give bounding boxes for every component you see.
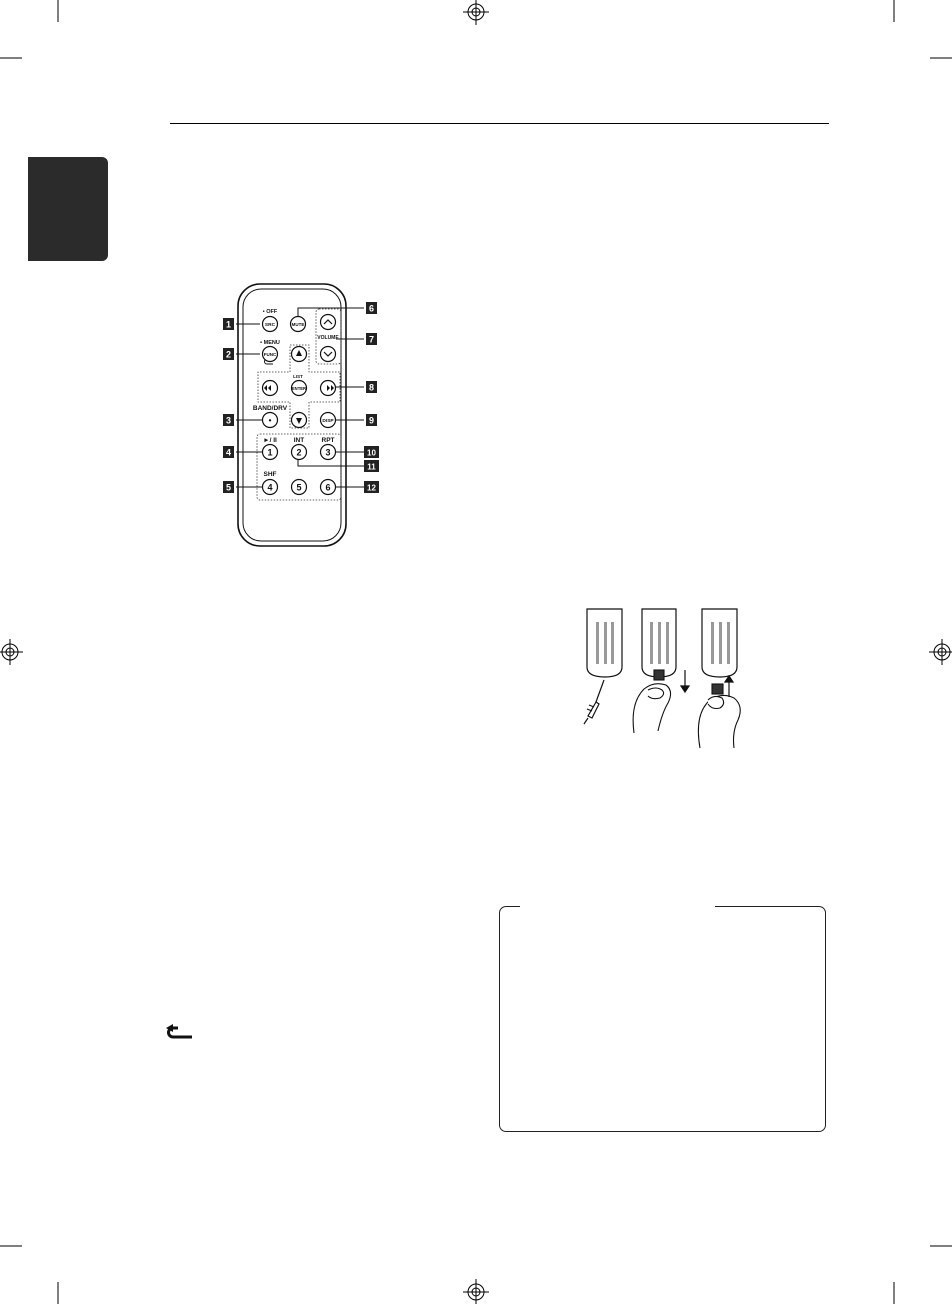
header-rule <box>170 123 829 124</box>
num4-label: 4 <box>267 483 272 493</box>
hand-icon-insert <box>697 683 741 749</box>
up-arrow-icon <box>296 350 302 356</box>
callout-10: 10 <box>367 449 376 458</box>
callout-box-7 <box>366 333 377 345</box>
registration-mark-left <box>0 639 23 665</box>
band-button-label: • <box>269 416 272 425</box>
hand-icon-pull <box>632 669 672 734</box>
func-button <box>261 345 279 363</box>
disp-button-label: DISP <box>322 418 334 424</box>
callout-1: 1 <box>226 320 231 330</box>
enter-button <box>290 379 308 397</box>
rewind-icon <box>264 385 271 391</box>
callout-box-1 <box>223 318 234 330</box>
arrow-up-icon <box>723 674 735 697</box>
arrow-down-icon <box>679 670 691 694</box>
label-shf: SHF <box>264 471 277 478</box>
callout-box-11 <box>364 460 379 472</box>
callout-5: 5 <box>226 483 231 493</box>
label-rpt: RPT <box>322 437 335 444</box>
volume-up-button <box>319 313 337 331</box>
callout-8: 8 <box>369 383 374 393</box>
num6-label: 6 <box>325 483 330 493</box>
callout-2: 2 <box>226 350 231 360</box>
callout-9: 9 <box>369 416 374 426</box>
label-list: LIST <box>293 374 303 379</box>
label-band-drv: BAND/DRV <box>253 405 288 412</box>
down-arrow-icon <box>296 418 302 424</box>
label-off: • OFF <box>263 309 278 315</box>
callout-box-3 <box>223 414 234 426</box>
chevron-down-icon <box>323 351 333 357</box>
label-menu: • MENU <box>260 340 280 346</box>
callout-box-9 <box>366 414 377 426</box>
battery-replacement-illustration <box>583 608 741 749</box>
forward-icon <box>327 385 334 391</box>
callout-box-5 <box>223 481 234 493</box>
callout-11: 11 <box>367 463 376 472</box>
registration-mark-top <box>463 0 489 25</box>
label-volume: VOLUME <box>317 335 339 341</box>
label-int: INT <box>294 437 305 444</box>
num1-label: 1 <box>267 448 272 458</box>
num5-button <box>290 478 308 496</box>
callout-box-10 <box>364 446 379 458</box>
callout-box-6 <box>366 302 377 314</box>
disp-button <box>319 411 337 429</box>
src-button-label: SRC <box>265 322 276 328</box>
enter-button-label: ENTER <box>292 386 306 391</box>
mute-button-label: MUTE <box>292 322 305 327</box>
callout-box-4 <box>223 446 234 458</box>
screwdriver-icon <box>583 679 605 725</box>
num4-button <box>261 478 279 496</box>
callout-7: 7 <box>369 335 374 345</box>
band-drv-button <box>261 411 279 429</box>
volume-group-outline <box>315 308 342 365</box>
mute-button <box>289 315 307 333</box>
remote-control-illustration: 1 2 3 4 5 6 7 8 9 10 11 12 • OFF • MENU … <box>223 283 379 547</box>
registration-mark-right <box>929 639 952 665</box>
note-box-header-gap <box>520 903 715 911</box>
num2-button <box>290 443 308 461</box>
num3-button <box>319 443 337 461</box>
registration-mark-bottom <box>463 1279 489 1304</box>
callout-3: 3 <box>226 416 231 426</box>
func-button-label: FUNC <box>264 352 277 357</box>
num5-label: 5 <box>296 483 301 493</box>
callout-4: 4 <box>226 448 231 458</box>
dpad-group-outline <box>257 344 341 429</box>
callout-box-8 <box>366 381 377 393</box>
chapter-tab <box>28 157 108 261</box>
callout-6: 6 <box>369 304 374 314</box>
src-button <box>261 315 279 333</box>
return-arrow-icon <box>166 1024 192 1039</box>
note-box <box>499 906 826 1132</box>
num3-label: 3 <box>325 448 330 458</box>
num1-button <box>261 443 279 461</box>
number-group-outline <box>256 433 342 501</box>
callout-12: 12 <box>367 484 376 493</box>
callout-box-2 <box>223 348 234 360</box>
volume-down-button <box>319 345 337 363</box>
num2-label: 2 <box>296 448 301 458</box>
label-play-pause: ►/ II <box>263 437 277 444</box>
callout-box-12 <box>364 481 379 493</box>
chevron-up-icon <box>323 319 333 325</box>
num6-button <box>319 478 337 496</box>
